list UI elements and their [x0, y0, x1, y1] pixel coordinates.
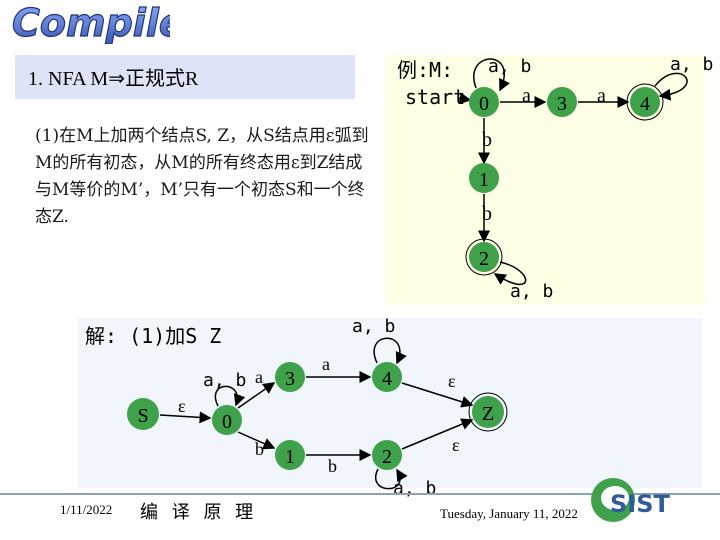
sol-edge-0-1-label: b	[255, 439, 264, 459]
sist-logo-text: SIST	[610, 490, 671, 518]
sol-loop-0	[214, 385, 246, 407]
loop-2-label: a, b	[510, 281, 553, 302]
sol-loop-2	[375, 468, 408, 490]
sol-state-0-label: 0	[222, 411, 232, 433]
footer-date-right: Tuesday, January 11, 2022	[440, 506, 578, 521]
loop-4-label: a, b	[670, 54, 713, 75]
sol-state-2-label: 2	[382, 446, 392, 468]
edge-0-3-label: a	[522, 85, 531, 107]
sol-edge-2-Z	[401, 418, 474, 450]
sol-state-1-node	[275, 440, 305, 470]
sol-loop-4	[373, 337, 407, 365]
start-arrow	[457, 92, 472, 105]
sol-state-3-node	[275, 362, 305, 392]
compiler-logo: Compiler	[11, 2, 170, 44]
state-2-final-ring	[465, 238, 503, 276]
sol-edge-0-3	[237, 382, 276, 409]
footer-date-left: 1/11/2022	[60, 502, 113, 517]
state-Z-node	[472, 396, 504, 428]
loop-2	[493, 261, 527, 286]
state-2-label: 2	[479, 248, 489, 270]
sol-edge-0-3-label: a	[255, 367, 263, 387]
loop-4	[654, 72, 688, 101]
state-4-node	[630, 87, 660, 117]
sol-state-4-node	[372, 362, 402, 392]
title-bar	[15, 55, 355, 99]
edge-S-0	[159, 411, 212, 424]
state-S-node	[127, 398, 159, 430]
slide-title: 1. NFA M⇒正规式R	[28, 68, 199, 90]
solution-diagram: 解: (1)加S Z S ε 0 a, b a 3 b 1 a 4 a, b b…	[85, 316, 508, 499]
edge-0-1-label: b	[482, 129, 492, 151]
sol-edge-0-1	[237, 431, 276, 450]
state-4-label: 4	[640, 93, 650, 115]
sol-edge-4-Z-label: ε	[448, 371, 456, 391]
example-label: 例:M:	[397, 58, 453, 82]
state-3-label: 3	[557, 93, 567, 115]
example-diagram: 例:M: start 0 a, b a 3 a 4 a, b b 1 b 2 a…	[397, 54, 713, 302]
edge-S-0-label: ε	[178, 396, 186, 416]
sist-logo: SIST	[591, 478, 671, 522]
edge-3-4-label: a	[597, 85, 606, 107]
sol-edge-4-Z	[401, 382, 474, 408]
sol-state-2-node	[372, 440, 402, 470]
start-label: start	[405, 85, 465, 109]
footer-divider	[0, 493, 720, 495]
sol-state-3-label: 3	[285, 368, 295, 390]
sol-edge-1-2-label: b	[328, 456, 337, 476]
sol-edge-3-4-label: a	[322, 354, 330, 374]
solution-label: 解: (1)加S Z	[85, 324, 221, 348]
state-S-label: S	[137, 405, 148, 427]
logo-text: Compiler	[12, 2, 170, 44]
sol-loop-0-label: a, b	[203, 370, 246, 391]
state-2-node	[469, 242, 499, 272]
sol-loop-4-label: a, b	[352, 316, 395, 337]
state-0-label: 0	[479, 93, 489, 115]
footer-course-name: 编 译 原 理	[140, 502, 258, 523]
sol-loop-2-label: a, b	[393, 478, 436, 499]
state-3-node	[547, 87, 577, 117]
loop-0-label: a, b	[488, 56, 531, 77]
sol-state-1-label: 1	[285, 446, 295, 468]
slide-description: (1)在M上加两个结点S, Z，从S结点用ε弧到M的所有初态，从M的所有终态用ε…	[35, 126, 369, 227]
state-1-node	[469, 163, 499, 193]
state-0-node	[469, 87, 499, 117]
state-Z-final-ring	[468, 392, 508, 432]
sol-state-0-node	[212, 405, 242, 435]
state-Z-label: Z	[482, 403, 494, 425]
state-4-final-ring	[626, 83, 664, 121]
state-1-label: 1	[479, 169, 489, 191]
edge-1-2-label: b	[482, 203, 492, 225]
sist-logo-swirl-inner	[601, 486, 629, 510]
loop-0	[473, 58, 510, 92]
sol-edge-2-Z-label: ε	[452, 435, 460, 455]
sol-state-4-label: 4	[382, 368, 392, 390]
